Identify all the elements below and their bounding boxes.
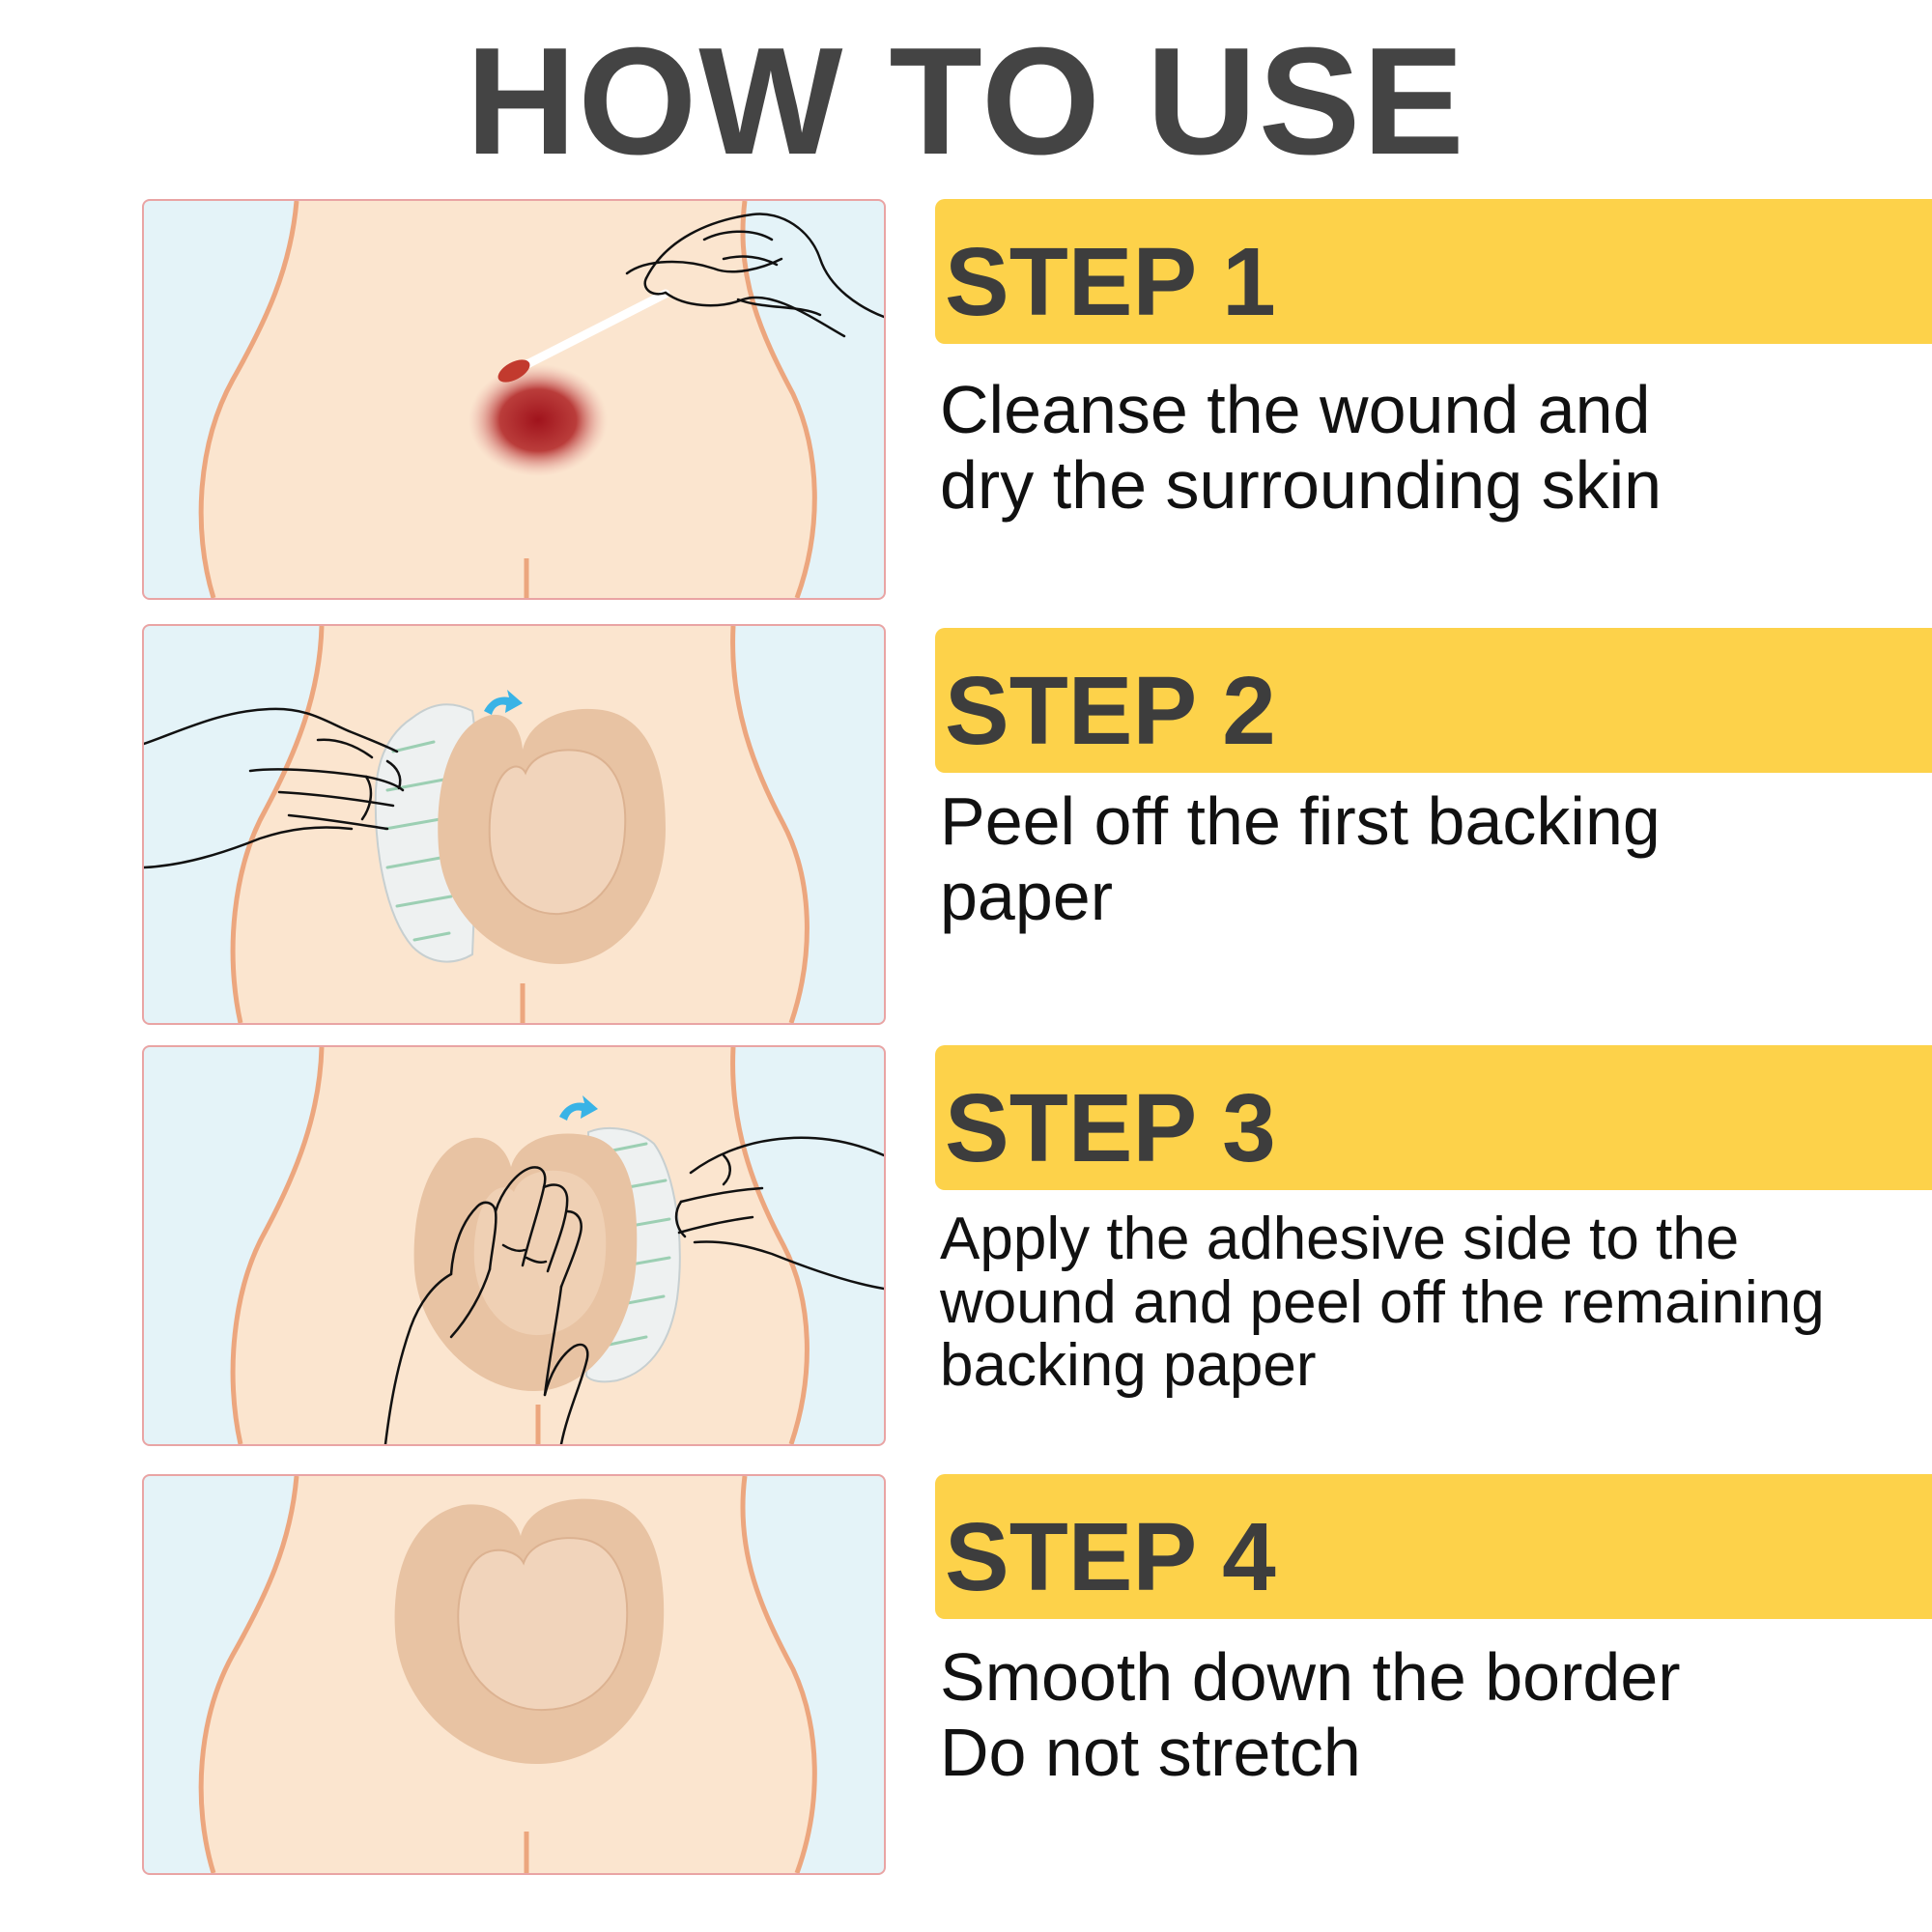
step-2-illustration-svg [144,626,810,1023]
step-4-desc-line-2: Do not stretch [940,1714,1361,1790]
step-4-desc-line-1: Smooth down the border [940,1639,1681,1715]
step-3-label: STEP 3 [945,1074,1276,1182]
left-hand-icon [384,1166,589,1444]
step-4-illustration-svg [198,1476,817,1873]
torso-outline-right [730,626,810,1023]
torso-outline-left [230,1047,325,1444]
step-4-label: STEP 4 [945,1503,1276,1611]
step-4-description: Smooth down the border Do not stretch [940,1639,1906,1790]
step-1-illustration [142,199,886,600]
right-hand-icon [674,1136,884,1291]
dressing-pad [457,1537,629,1712]
step-3-desc-line-1: Apply the adhesive side to the [940,1206,1740,1272]
torso-outline-right [740,1476,817,1873]
page-title: HOW TO USE [466,16,1466,186]
step-1-description: Cleanse the wound and dry the surroundin… [940,372,1906,523]
step-4: STEP 4 Smooth down the border Do not str… [0,1474,1932,1880]
torso-outline-left [198,201,299,598]
step-3-desc-line-2: wound and peel off the remaining [940,1268,1825,1336]
dressing-pad [473,1170,607,1336]
wound-icon [469,364,608,476]
torso-outline-right [740,201,817,598]
step-2-label: STEP 2 [945,657,1276,765]
peel-arrow-icon [484,690,523,715]
cotton-swab-tip-icon [497,359,530,383]
step-3-description: Apply the adhesive side to the wound and… [940,1208,1906,1398]
step-3-illustration [142,1045,886,1446]
step-2-desc-line-1: Peel off the first backing [940,783,1661,859]
step-3: STEP 3 Apply the adhesive side to the wo… [0,1045,1932,1451]
step-2-illustration [142,624,886,1025]
peel-arrow-icon [559,1095,598,1121]
torso-outline-left [230,626,325,1023]
step-2-description: Peel off the first backing paper [940,783,1906,934]
hand-icon [144,707,405,869]
step-3-desc-line-3: backing paper [940,1332,1317,1400]
cotton-swab-stick [511,289,670,375]
dressing-pad [488,749,627,916]
step-1: STEP 1 Cleanse the wound and dry the sur… [0,199,1932,605]
step-2-bar: STEP 2 [935,628,1932,773]
step-4-illustration [142,1474,886,1875]
step-2: STEP 2 Peel off the first backing paper [0,624,1932,1030]
step-1-bar: STEP 1 [935,199,1932,344]
step-1-label: STEP 1 [945,228,1276,336]
hand-icon [625,213,884,338]
step-1-desc-line-1: Cleanse the wound and [940,372,1651,447]
step-2-desc-line-2: paper [940,858,1114,934]
torso-outline-left [198,1476,299,1873]
torso-outline-right [730,1047,810,1444]
step-3-illustration-svg [230,1047,884,1444]
step-1-desc-line-2: dry the surrounding skin [940,446,1662,523]
step-4-bar: STEP 4 [935,1474,1932,1619]
step-1-illustration-svg [198,201,884,598]
step-3-bar: STEP 3 [935,1045,1932,1190]
